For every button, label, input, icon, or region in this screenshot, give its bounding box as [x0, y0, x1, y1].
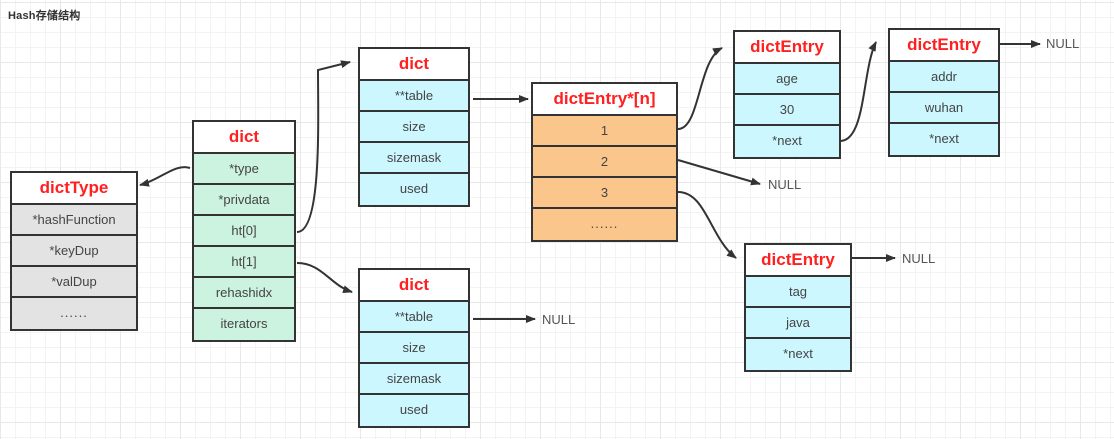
dictht-bottom-row-used: used [360, 395, 468, 426]
array-slot-2: 2 [533, 147, 676, 178]
link-slot1-to-dictentry-age [677, 47, 723, 130]
dictentry-tag-row-key: tag [746, 277, 850, 308]
box-dictentry-addr[interactable]: dictEntry addr wuhan *next [888, 28, 1000, 157]
link-ht0-to-dictht-top [296, 60, 351, 233]
dictentry-addr-row-value: wuhan [890, 93, 998, 124]
box-dicttype[interactable]: dictType *hashFunction *keyDup *valDup .… [10, 171, 138, 331]
dictentry-addr-row-next: *next [890, 124, 998, 155]
dictht-top-row-sizemask: sizemask [360, 143, 468, 174]
link-ht1-to-dictht-bottom [296, 262, 353, 294]
dictentry-tag-row-value: java [746, 308, 850, 339]
box-dictentry-age[interactable]: dictEntry age 30 *next [733, 30, 841, 159]
dicttype-row-valdup: *valDup [12, 267, 136, 298]
link-slot3-to-dictentry-tag [677, 191, 737, 259]
box-dictentry-tag-header: dictEntry [746, 245, 850, 277]
box-dictht-top-header: dict [360, 49, 468, 81]
box-dictht-bottom-header: dict [360, 270, 468, 302]
dictht-top-row-used: used [360, 174, 468, 205]
box-dictentry-array-header: dictEntry*[n] [533, 84, 676, 116]
dictentry-age-row-key: age [735, 64, 839, 95]
dicttype-row-ellipsis: ...... [12, 298, 136, 329]
box-dictentry-array[interactable]: dictEntry*[n] 1 2 3 ...... [531, 82, 678, 242]
dictht-bottom-row-size: size [360, 333, 468, 364]
box-dicttype-header: dictType [12, 173, 136, 205]
dictht-top-row-table: **table [360, 81, 468, 112]
dict-row-ht0: ht[0] [194, 216, 294, 247]
link-slot2-to-null [677, 159, 761, 186]
dictentry-age-row-value: 30 [735, 95, 839, 126]
box-dictentry-addr-header: dictEntry [890, 30, 998, 62]
dict-row-privdata: *privdata [194, 185, 294, 216]
null-label-dictht-bottom: NULL [542, 312, 576, 327]
null-label-tag: NULL [902, 251, 936, 266]
box-dict-main[interactable]: dict *type *privdata ht[0] ht[1] rehashi… [192, 120, 296, 342]
dictentry-tag-row-next: *next [746, 339, 850, 370]
dictentry-age-row-next: *next [735, 126, 839, 157]
dictht-top-row-size: size [360, 112, 468, 143]
dict-row-iterators: iterators [194, 309, 294, 340]
dict-row-ht1: ht[1] [194, 247, 294, 278]
null-label-addr: NULL [1046, 36, 1080, 51]
box-dictht-bottom[interactable]: dict **table size sizemask used [358, 268, 470, 428]
null-label-slot2: NULL [768, 177, 802, 192]
dict-row-rehashidx: rehashidx [194, 278, 294, 309]
box-dictentry-tag[interactable]: dictEntry tag java *next [744, 243, 852, 372]
box-dictht-top[interactable]: dict **table size sizemask used [358, 47, 470, 207]
dictht-bottom-row-table: **table [360, 302, 468, 333]
box-dictentry-age-header: dictEntry [735, 32, 839, 64]
array-slot-1: 1 [533, 116, 676, 147]
page-title: Hash存储结构 [8, 10, 81, 22]
array-slot-ellipsis: ...... [533, 209, 676, 240]
box-dict-main-header: dict [194, 122, 294, 154]
dicttype-row-hashfunction: *hashFunction [12, 205, 136, 236]
link-next-age-to-addr [839, 41, 877, 142]
dictentry-addr-row-key: addr [890, 62, 998, 93]
dictht-bottom-row-sizemask: sizemask [360, 364, 468, 395]
dict-row-type: *type [194, 154, 294, 185]
dicttype-row-keydup: *keyDup [12, 236, 136, 267]
array-slot-3: 3 [533, 178, 676, 209]
link-type-to-dicttype [139, 166, 191, 187]
